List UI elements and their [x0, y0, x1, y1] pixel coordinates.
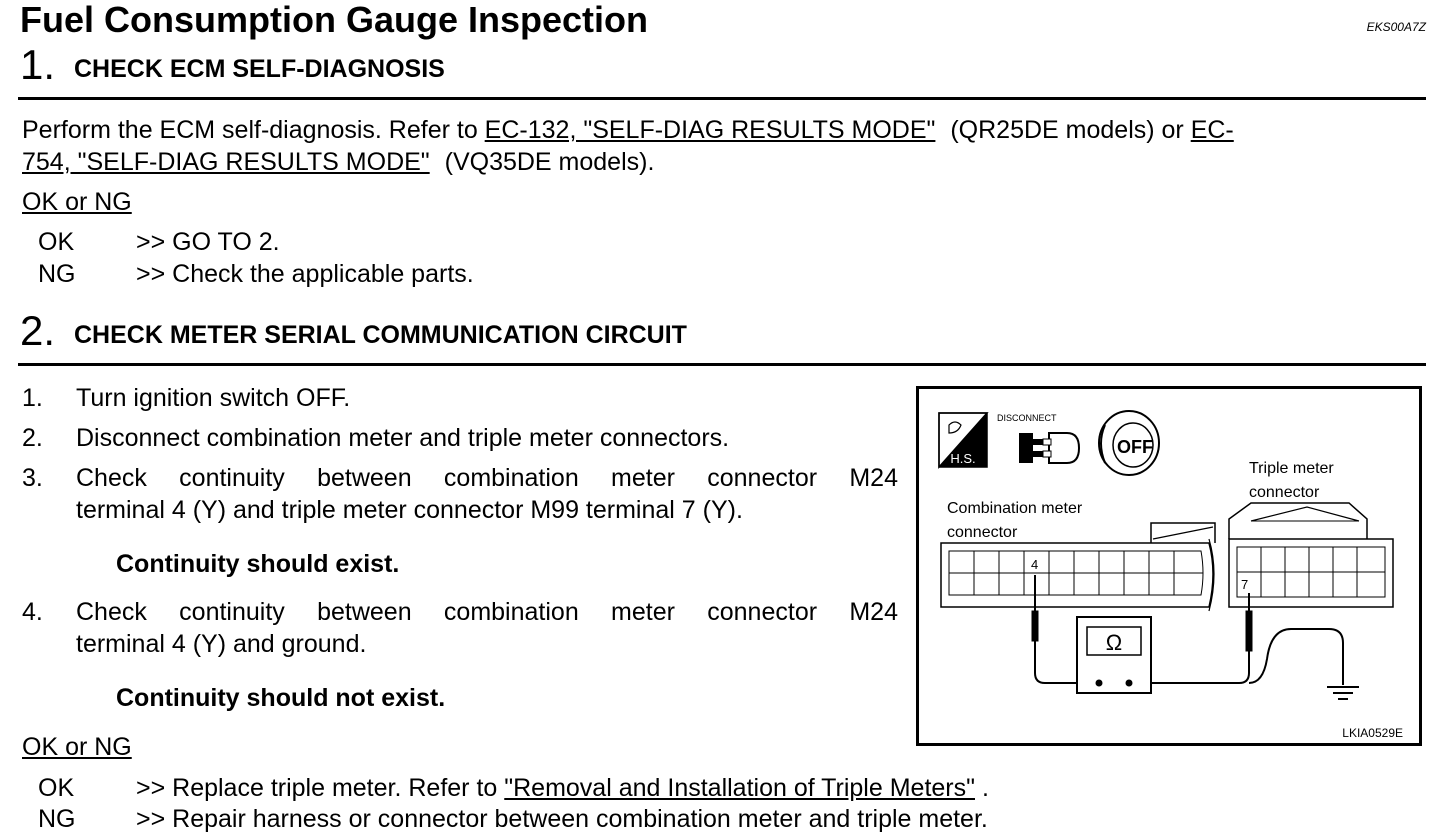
step-2-ng-label: NG — [38, 805, 76, 833]
hs-icon: H.S. — [938, 412, 989, 469]
step-2-item-3-number: 3. — [22, 464, 43, 492]
step-1-ok-label: OK — [38, 228, 75, 256]
step-1-text-c: (VQ35DE models). — [437, 148, 655, 176]
step-2-ok-or-ng: OK or NG — [22, 733, 132, 761]
step-2-item-1-text: Turn ignition switch OFF. — [76, 384, 351, 412]
step-2-heading: CHECK METER SERIAL COMMUNICATION CIRCUIT — [74, 321, 687, 349]
off-label: OFF — [1117, 437, 1153, 457]
triple-meter-label-1: Triple meter — [1249, 460, 1334, 477]
disconnect-icon: DISCONNECT — [997, 413, 1081, 464]
figure-id: LKIA0529E — [1342, 726, 1403, 740]
step-2-item-2-number: 2. — [22, 424, 43, 452]
combination-meter-label-2: connector — [947, 524, 1018, 541]
terminal-7-label: 7 — [1241, 577, 1248, 592]
step-2-spec-1: Continuity should exist. — [116, 550, 400, 578]
step-2-item-4-text-line-1: Check continuity between combination met… — [76, 598, 898, 626]
combination-meter-connector: 4 — [940, 522, 1216, 612]
step-2-item-1-number: 1. — [22, 384, 43, 412]
step-1-heading: CHECK ECM SELF-DIAGNOSIS — [74, 55, 445, 83]
step-1-text-b: (QR25DE models) or — [943, 116, 1191, 144]
disconnect-label: DISCONNECT — [997, 413, 1057, 423]
ohmmeter-icon: Ω — [1076, 616, 1152, 694]
page-title: Fuel Consumption Gauge Inspection — [20, 0, 649, 40]
step-2-divider — [18, 363, 1426, 366]
step-1-ng-action: >> Check the applicable parts. — [136, 260, 474, 288]
step-2-ok-action-end: . — [975, 774, 989, 802]
step-2-ok-label: OK — [38, 774, 75, 802]
step-2-item-4-number: 4. — [22, 598, 43, 626]
hs-label: H.S. — [950, 451, 975, 466]
step-2-item-2-text: Disconnect combination meter and triple … — [76, 424, 730, 452]
step-2-ng-action: >> Repair harness or connector between c… — [136, 805, 988, 833]
ignition-off-icon: OFF — [1098, 410, 1160, 476]
ohm-symbol: Ω — [1106, 630, 1122, 655]
step-1-divider — [18, 97, 1426, 100]
ec-132-link[interactable]: EC-132, "SELF-DIAG RESULTS MODE" — [484, 116, 936, 144]
step-1-number: 1. — [20, 41, 56, 88]
terminal-4-label: 4 — [1031, 557, 1038, 572]
step-1-instruction-line-1: Perform the ECM self-diagnosis. Refer to… — [22, 114, 1234, 146]
triple-meter-label-2: connector — [1249, 484, 1320, 501]
step-1-text-a: Perform the ECM self-diagnosis. Refer to — [22, 116, 485, 144]
step-1-ok-or-ng: OK or NG — [22, 188, 132, 216]
ec-754-link-part-2[interactable]: 754, "SELF-DIAG RESULTS MODE" — [22, 148, 430, 176]
step-2-item-4-text-line-2: terminal 4 (Y) and ground. — [76, 630, 367, 658]
step-2-spec-2: Continuity should not exist. — [116, 684, 446, 712]
wiring-diagram: H.S. DISCONNECT OFF Triple meter connect… — [938, 410, 1403, 740]
triple-meter-connector: 7 — [1228, 502, 1394, 608]
step-2-ok-action-text: >> Replace triple meter. Refer to — [136, 774, 505, 802]
ec-754-link-part-1[interactable]: EC- — [1190, 116, 1234, 144]
ground-symbol-icon — [1327, 686, 1359, 700]
test-leads — [1031, 575, 1344, 685]
triple-meter-removal-link[interactable]: "Removal and Installation of Triple Mete… — [504, 774, 975, 802]
step-2-item-3-text-line-2: terminal 4 (Y) and triple meter connecto… — [76, 496, 743, 524]
step-2-ok-action: >> Replace triple meter. Refer to "Remov… — [136, 772, 989, 804]
step-2-item-3-text-line-1: Check continuity between combination met… — [76, 464, 898, 492]
document-id: EKS00A7Z — [1366, 20, 1426, 34]
step-1-instruction-line-2: 754, "SELF-DIAG RESULTS MODE" (VQ35DE mo… — [22, 146, 654, 178]
step-2-number: 2. — [20, 307, 56, 354]
step-1-ng-label: NG — [38, 260, 76, 288]
wiring-diagram-figure: H.S. DISCONNECT OFF Triple meter connect… — [916, 386, 1422, 746]
combination-meter-label-1: Combination meter — [947, 500, 1083, 517]
step-1-ok-action: >> GO TO 2. — [136, 228, 280, 256]
